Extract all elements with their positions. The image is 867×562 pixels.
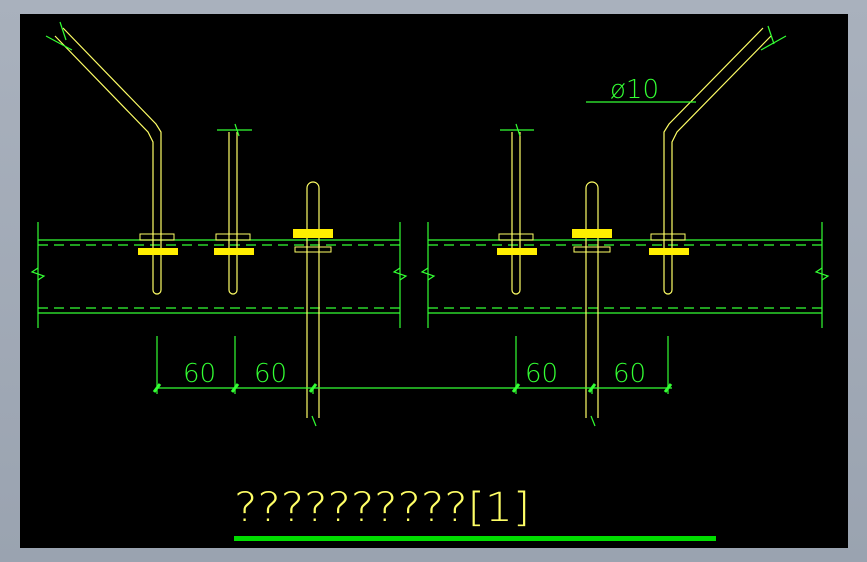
plate-left-anchor <box>293 229 333 253</box>
rebar-right-1 <box>511 132 521 295</box>
diameter-label: ø10 <box>610 75 659 105</box>
rebar-right-bent <box>663 27 772 295</box>
rebar-detail-drawing: ø10 60 60 60 60 ??????????[1] <box>30 21 830 541</box>
plate-right-bent <box>649 233 689 255</box>
dim-label-right-2: 60 <box>613 359 646 389</box>
drawing-title: ??????????[1] <box>234 485 530 531</box>
rebar-left-bent <box>54 27 162 295</box>
bar-end-ticks <box>45 21 787 427</box>
dim-label-right-1: 60 <box>525 359 558 389</box>
rebar-left-2 <box>228 132 238 295</box>
plate-left-2 <box>214 233 254 255</box>
dim-label-left-1: 60 <box>183 359 216 389</box>
dimension-ticks <box>152 383 673 393</box>
plate-right-anchor <box>572 229 612 253</box>
rebars <box>54 27 772 418</box>
dim-label-left-2: 60 <box>254 359 287 389</box>
drawing-canvas[interactable]: ø10 60 60 60 60 ??????????[1] <box>20 14 848 548</box>
title-underline <box>234 536 716 541</box>
slab-lines <box>30 222 830 328</box>
plates <box>138 229 689 255</box>
plate-right-1 <box>497 233 537 255</box>
rebar-right-anchor <box>585 181 599 418</box>
plate-left-1 <box>138 233 178 255</box>
rebar-left-anchor <box>306 181 320 418</box>
